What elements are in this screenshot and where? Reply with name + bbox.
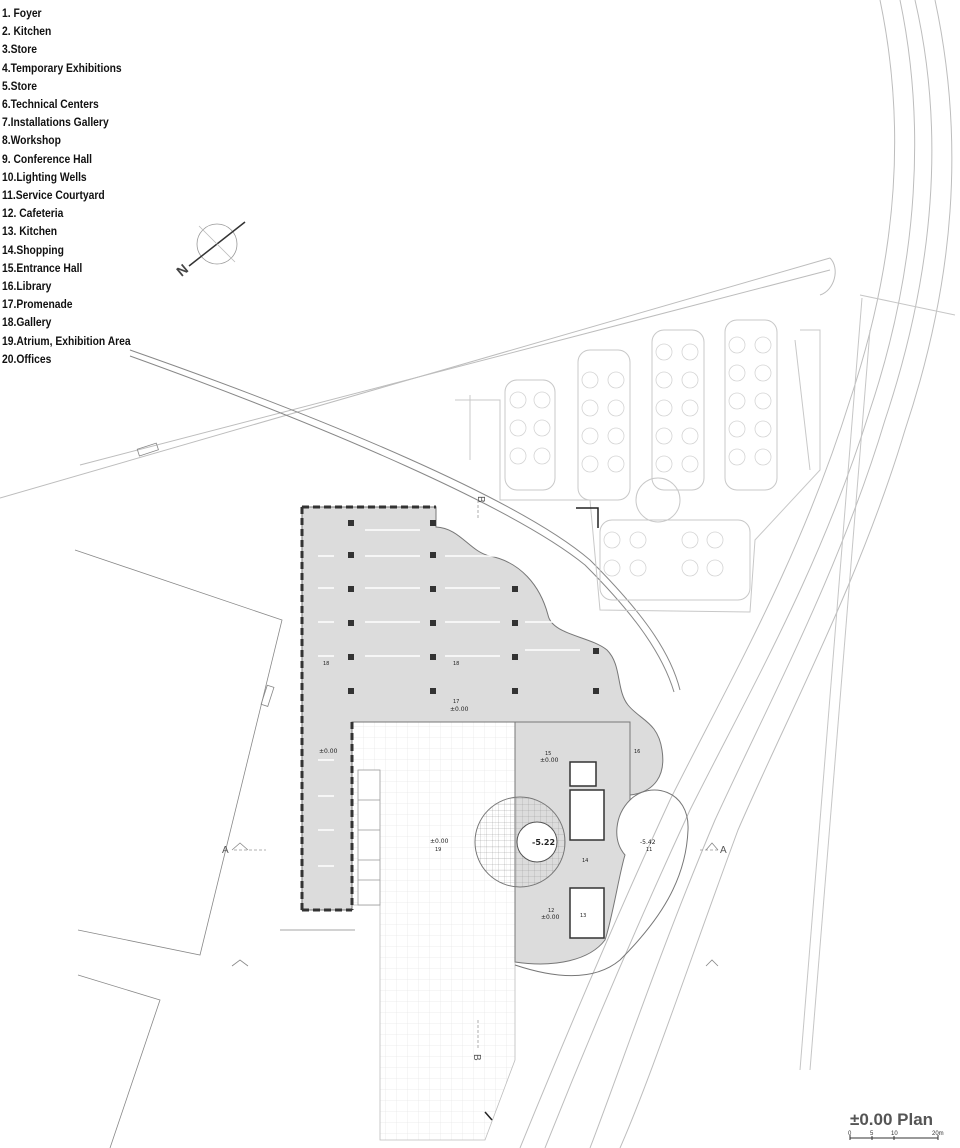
north-label: N: [173, 261, 191, 280]
highway-lines: [519, 0, 953, 1148]
arrow-marker: [484, 1111, 493, 1121]
label-19: 19: [435, 847, 441, 853]
service-ramp: [514, 789, 689, 977]
section-triangles: [231, 842, 719, 967]
column-grid: [348, 520, 599, 694]
label-15: 15: [545, 751, 551, 757]
label-20-level: ±0.00: [319, 748, 338, 755]
legend-item: 4.Temporary Exhibitions: [2, 60, 122, 75]
car-icon-2: [260, 684, 275, 707]
legend-item: 11.Service Courtyard: [2, 188, 105, 203]
legend-item: 9. Conference Hall: [2, 151, 93, 166]
label-14: 14: [582, 858, 588, 864]
parking-lot: [455, 319, 821, 613]
lower-court: [516, 821, 558, 863]
legend-item: 18.Gallery: [2, 315, 52, 330]
label-15-level: ±0.00: [540, 757, 559, 764]
legend-item: 15.Entrance Hall: [2, 260, 83, 275]
legend-item: 16.Library: [2, 279, 52, 294]
core-rooms: [569, 761, 605, 939]
parking-circles: [509, 336, 772, 577]
legend-item: 8.Workshop: [2, 133, 61, 148]
legend-item: 5.Store: [2, 78, 37, 93]
legend-item: 6.Technical Centers: [2, 97, 99, 112]
section-b-bottom: B: [471, 1054, 482, 1061]
north-arrow-icon: [188, 221, 246, 267]
ramp-lines: [799, 294, 956, 1071]
legend-item: 12. Cafeteria: [2, 206, 64, 221]
scale-label-0: 0: [848, 1131, 852, 1137]
legend-list: 1. Foyer 2. Kitchen 3.Store 4.Temporary Exh…: [2, 4, 152, 368]
label-17: 17: [453, 699, 459, 705]
legend-item: 19.Atrium, Exhibition Area: [2, 333, 131, 348]
corner-mark: [576, 507, 599, 528]
legend-item: 10.Lighting Wells: [2, 169, 87, 184]
legend-item: 2. Kitchen: [2, 24, 52, 39]
label-16: 16: [634, 749, 640, 755]
legend-item: 7.Installations Gallery: [2, 115, 109, 130]
legend-item: 17.Promenade: [2, 297, 73, 312]
stair-blocks: [357, 769, 381, 906]
diagonal-road: [0, 257, 836, 499]
room-labels: 18 18 17 ±0.00 ±0.00 15 ±0.00 16 ±0.00 1…: [319, 661, 656, 921]
label-well-level: -5.22: [532, 838, 555, 847]
legend-item: 13. Kitchen: [2, 224, 58, 239]
gallery-partitions: [318, 529, 580, 867]
heavy-walls: [300, 505, 436, 912]
label-18b: 18: [453, 661, 459, 667]
car-icon: [136, 442, 159, 457]
label-13: 13: [580, 913, 586, 919]
legend-item: 3.Store: [2, 42, 37, 57]
label-12: 12: [548, 908, 554, 914]
scale-label-5: 5: [870, 1131, 874, 1137]
section-a-left: A: [222, 845, 229, 856]
legend-item: 20.Offices: [2, 351, 52, 366]
legend-item: 1. Foyer: [2, 6, 42, 20]
section-a-right: A: [720, 845, 727, 856]
scale-label-10: 10: [891, 1131, 898, 1137]
section-b-top: B: [475, 496, 486, 503]
scale-label-20: 20m: [932, 1131, 944, 1137]
label-12-level: ±0.00: [541, 914, 560, 921]
scale-bar: [849, 1135, 939, 1140]
left-plot-lines: [74, 549, 355, 1148]
curved-path: [129, 349, 681, 693]
label-17-level: ±0.00: [450, 706, 469, 713]
label-18a: 18: [323, 661, 329, 667]
label-19-level: ±0.00: [430, 838, 449, 845]
section-lines: [234, 500, 718, 1050]
legend-item: 14.Shopping: [2, 242, 64, 257]
plan-title: ±0.00 Plan: [850, 1110, 934, 1129]
label-11: 11: [646, 847, 652, 853]
label-11-level: -5.42: [640, 839, 656, 846]
